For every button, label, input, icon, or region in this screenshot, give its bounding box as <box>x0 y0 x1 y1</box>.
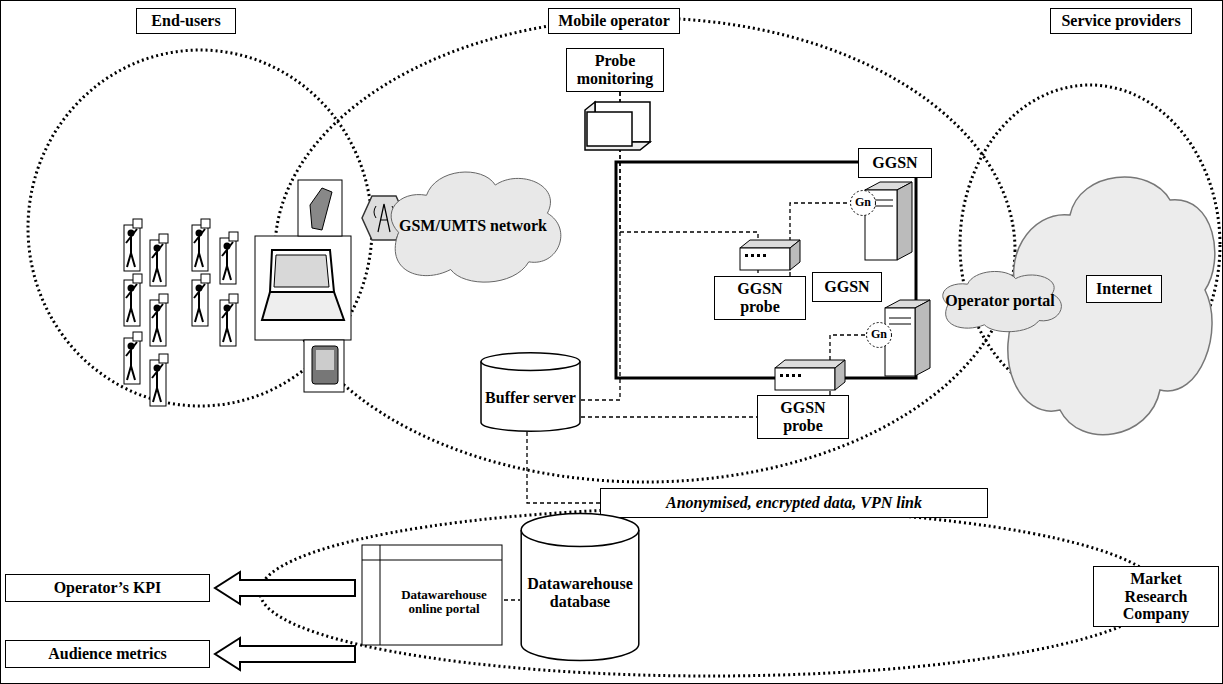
label-box: GGSN probe <box>714 276 806 320</box>
user-figure <box>192 219 210 271</box>
node-label: GGSN probe <box>715 278 805 317</box>
network-cloud: GSM/UMTS network <box>380 162 566 290</box>
node-label: End-users <box>147 10 224 32</box>
dashed-connector <box>581 417 757 418</box>
user-figure <box>124 219 142 271</box>
network-cloud: Operator portal <box>935 266 1065 336</box>
ggsn-enclosure <box>616 162 916 378</box>
phone-icon <box>298 180 342 236</box>
user-figure <box>124 274 142 326</box>
user-figure <box>150 234 168 286</box>
node-label: GGSN <box>868 152 921 174</box>
node-label: Mobile operator <box>554 10 674 32</box>
node-label: Anonymised, encrypted data, VPN link <box>662 492 926 514</box>
label-box: End-users <box>136 8 236 34</box>
label-box: Probe monitoring <box>566 48 664 92</box>
label-box: GGSN <box>858 148 932 178</box>
node-label: GGSN <box>820 276 873 298</box>
node-label: GGSN probe <box>758 397 848 436</box>
node-label: Datawarehouse online portal <box>384 586 504 619</box>
label-box: GGSN probe <box>757 395 849 439</box>
label-box: Datawarehouse online portal <box>384 564 504 640</box>
probe-device <box>775 360 845 390</box>
laptop-icon <box>255 236 351 340</box>
server-icon <box>885 300 930 376</box>
market-region <box>260 508 1160 676</box>
label-box: Operator’s KPI <box>5 574 210 602</box>
interface-circle: Gn <box>850 190 876 216</box>
user-figure <box>124 332 142 384</box>
probe-device <box>740 240 800 270</box>
node-label: Gn <box>855 196 871 209</box>
label-box: Service providers <box>1050 8 1192 34</box>
node-label: Buffer server <box>481 387 580 409</box>
user-figures <box>124 219 238 406</box>
user-figure <box>192 274 210 326</box>
dashed-connector <box>527 432 600 503</box>
node-label: Internet <box>1092 278 1156 300</box>
node-label: Operator portal <box>941 290 1058 312</box>
user-figure <box>150 354 168 406</box>
label-box: Market Research Company <box>1093 566 1219 627</box>
user-figure <box>220 294 238 346</box>
node-label: Service providers <box>1057 10 1184 32</box>
label-box: GGSN <box>812 272 882 302</box>
node-label: Gn <box>871 328 887 341</box>
interface-circle: Gn <box>866 322 892 348</box>
database-cylinder: Buffer server <box>480 352 581 432</box>
monitor-icon <box>585 102 650 150</box>
node-label: Probe monitoring <box>567 50 663 89</box>
end-users-region <box>28 50 372 406</box>
hollow-arrow <box>215 572 355 604</box>
node-label: Market Research Company <box>1094 568 1218 625</box>
database-cylinder: Datawarehouse database <box>520 512 640 662</box>
node-label: Datawarehouse database <box>520 573 640 612</box>
label-box: Audience metrics <box>5 640 210 668</box>
node-label: Audience metrics <box>44 643 171 665</box>
pda-icon <box>304 340 344 392</box>
server-icon <box>865 182 912 260</box>
operator-region <box>275 18 1015 482</box>
user-figure <box>220 232 238 284</box>
node-label: GSM/UMTS network <box>395 215 551 237</box>
user-figure <box>150 294 168 346</box>
label-box: Mobile operator <box>548 8 680 34</box>
hollow-arrow <box>215 638 355 670</box>
node-label: Operator’s KPI <box>50 577 166 599</box>
label-box: Anonymised, encrypted data, VPN link <box>600 488 988 518</box>
label-box: Internet <box>1086 275 1162 303</box>
dashed-connector <box>504 600 520 601</box>
